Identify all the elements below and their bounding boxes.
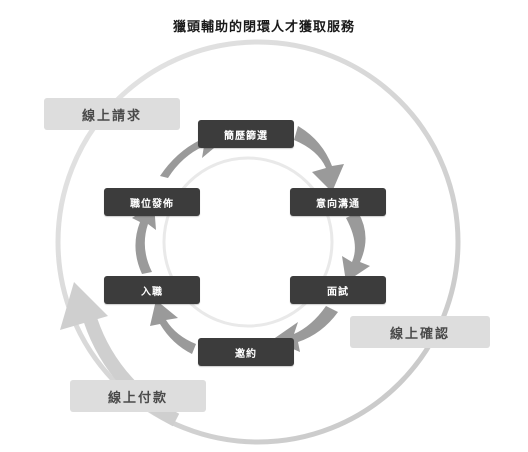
step-invitation: 邀約 [198, 338, 294, 366]
inner-ring [162, 156, 334, 328]
stage-online-confirm: 線上確認 [350, 316, 490, 348]
stage-online-request: 線上請求 [44, 98, 180, 130]
step-job-posting: 職位發佈 [104, 188, 200, 216]
diagram-title: 獵頭輔助的閉環人才獲取服務 [172, 20, 355, 35]
outer-ring [55, 39, 461, 445]
outer-arrow-head [60, 282, 108, 330]
step-intent-communication: 意向溝通 [290, 188, 386, 216]
step-onboarding: 入職 [104, 276, 200, 304]
stage-online-payment: 線上付款 [70, 380, 206, 412]
cycle-arrows [132, 126, 370, 354]
step-resume-screening: 簡歷篩選 [198, 120, 294, 148]
step-interview: 面試 [290, 276, 386, 304]
